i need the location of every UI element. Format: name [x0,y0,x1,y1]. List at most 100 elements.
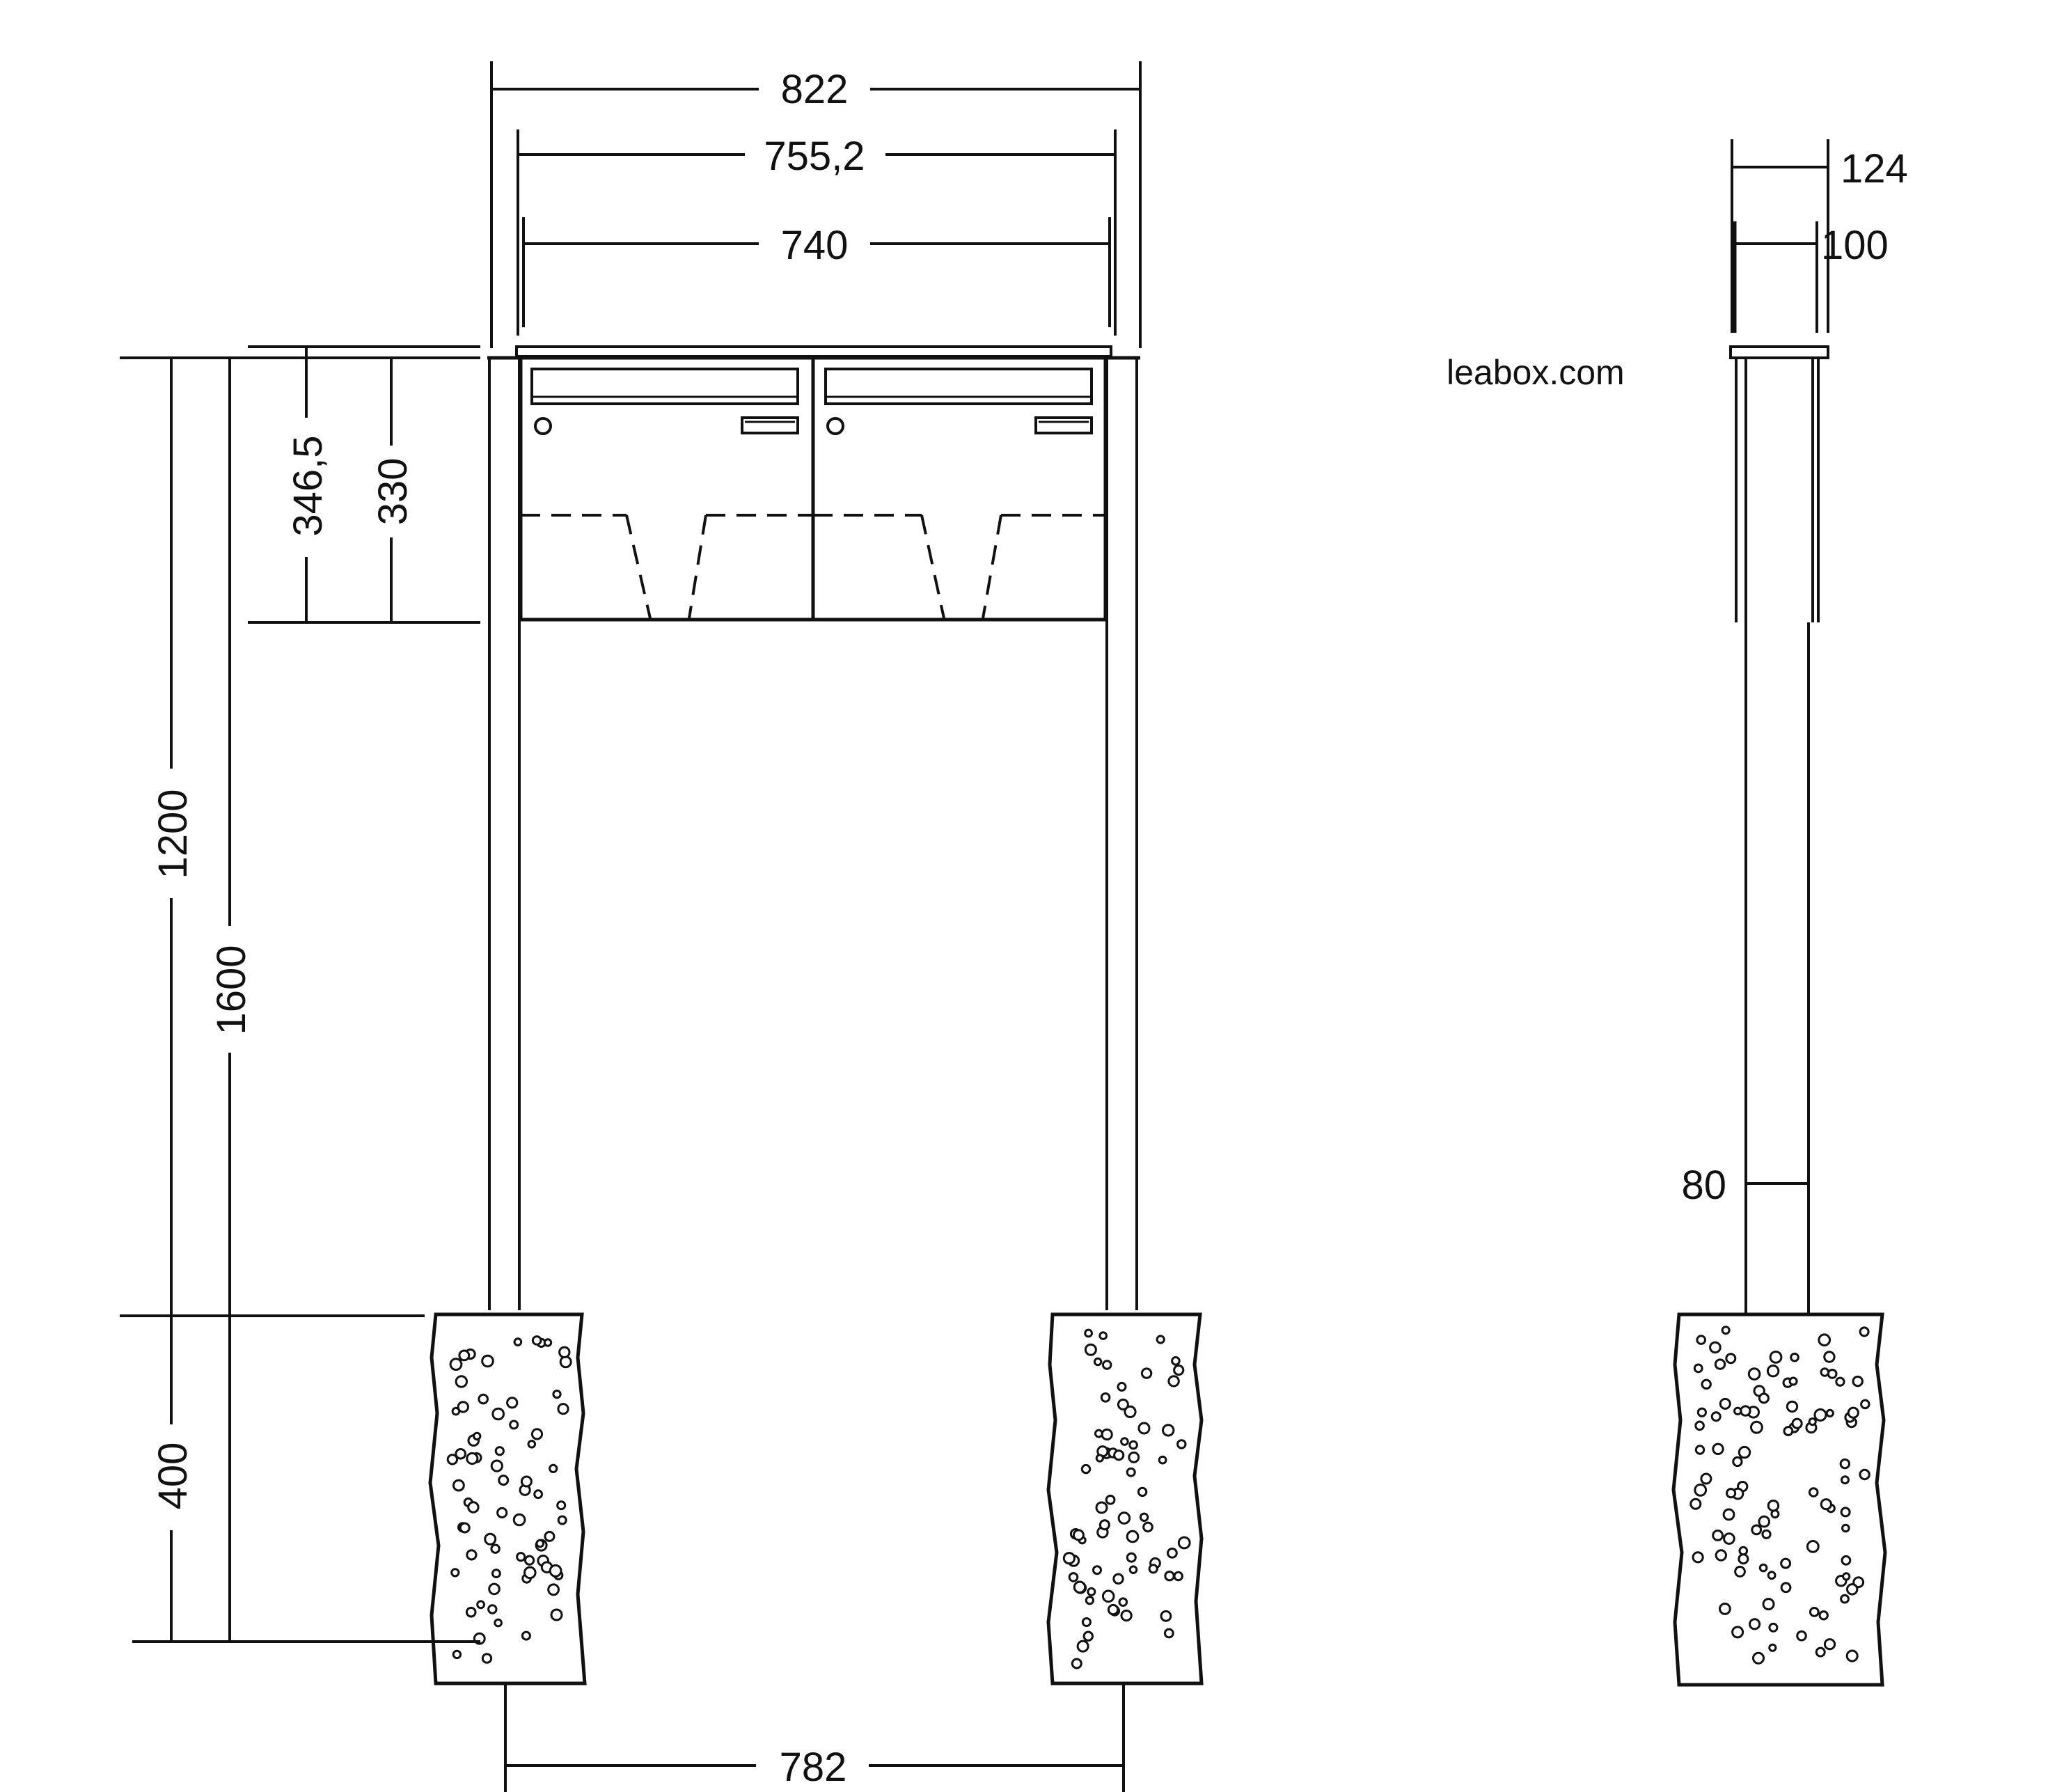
concrete-pebble [1818,1610,1829,1621]
concrete-pebble [1815,1646,1826,1658]
concrete-pebbles [1062,1328,1191,1669]
concrete-pebble [449,1358,463,1371]
concrete-pebble [506,1397,519,1409]
concrete-pebble [1094,1429,1103,1438]
lock-icon [826,417,844,435]
concrete-pebble [1158,1455,1167,1465]
concrete-pebble [1788,1376,1798,1386]
concrete-pebble [1700,1472,1712,1485]
dimension-post-spacing: 782 [505,1745,1124,1790]
concrete-pebble [1842,1572,1851,1581]
concrete-pebble [512,1513,526,1527]
concrete-pebble [1080,1463,1092,1475]
concrete-pebble [488,1582,501,1596]
concrete-pebble [1117,1381,1127,1392]
concrete-pebble [487,1604,498,1614]
concrete-pebble [1092,1565,1102,1575]
concrete-pebble [1808,1487,1819,1498]
concrete-pebble [452,1479,465,1492]
concrete-pebble [1732,1456,1743,1468]
concrete-pebble [1820,1367,1830,1377]
letter-slot-dashed [521,514,813,619]
concrete-pebble [1137,1422,1151,1435]
concrete-pebble [1806,1540,1820,1553]
dimension-label: 1200 [150,789,196,879]
concrete-pebble [1102,1360,1112,1370]
concrete-pebble [1840,1507,1851,1518]
concrete-pebble [557,1403,569,1415]
concrete-pebble [1162,1424,1175,1437]
concrete-pebble [1140,1367,1153,1379]
concrete-pebble [1762,1598,1775,1611]
concrete-pebble [1117,1398,1129,1410]
concrete-pebble [1120,1610,1133,1622]
concrete-pebble [1818,1333,1831,1346]
dimension-post-size: 80 [1681,1163,1809,1208]
concrete-pebble [1768,1622,1779,1633]
front-view [428,345,1204,1792]
concrete-pebble [1780,1557,1792,1569]
concrete-pebble [559,1355,572,1369]
concrete-pebble [1766,1365,1780,1378]
concrete-pebble [1107,1603,1119,1616]
concrete-pebble [1714,1358,1726,1370]
dimension-label: 400 [150,1443,196,1510]
concrete-pebble [467,1501,480,1514]
concrete-pebble [1731,1626,1744,1639]
concrete-pebble [1101,1428,1113,1441]
concrete-pebble [450,1568,460,1578]
concrete-pebble [1758,1392,1770,1404]
concrete-pebble [490,1543,501,1554]
concrete-pebble [1769,1351,1783,1364]
concrete-pebble [476,1600,485,1610]
concrete-pebble [1128,1451,1140,1463]
mailbox-right [813,368,1105,619]
concrete-pebble [1173,1571,1183,1582]
concrete-pebble [1098,1519,1110,1531]
dimension-foundation-depth: 400 [150,1316,196,1642]
concrete-pebble [1761,1529,1772,1539]
concrete-pebble [1098,1331,1108,1340]
concrete-pebble [1076,1640,1089,1653]
concrete-pebble [1809,1607,1820,1617]
dimension-label: 124 [1841,146,1908,191]
brand-label: leabox.com [1447,353,1625,392]
concrete-pebble [552,1390,562,1399]
concrete-pebble [1709,1341,1722,1354]
concrete-pebble [1176,1439,1187,1449]
concrete-pebble [533,1489,543,1500]
concrete-pebble [1120,1437,1129,1446]
concrete-pebble [1156,1335,1165,1344]
concrete-pebble [1845,1649,1859,1663]
dimension-label: 782 [780,1745,847,1790]
concrete-pebble [1062,1552,1076,1565]
concrete-pebble [1723,1532,1735,1545]
concrete-pebble [1105,1494,1116,1505]
dimension-box-height: 330 [370,358,416,622]
concrete-pebble [458,1349,471,1362]
concrete-pebble [1694,1420,1705,1431]
mailbox-body [519,356,1108,622]
concrete-pebble [1852,1375,1864,1388]
concrete-pebble [466,1549,478,1561]
concrete-pebble [1689,1498,1702,1510]
concrete-pebble [1692,1551,1704,1564]
concrete-pebble [491,1407,505,1421]
concrete-pebble [1734,1566,1746,1578]
concrete-pebble [484,1532,497,1546]
concrete-pebble [1068,1572,1079,1582]
concrete-pebble [1128,1440,1138,1450]
concrete-pebble [1126,1552,1137,1563]
dimension-label: 346,5 [285,435,331,536]
concrete-pebble [1719,1397,1731,1410]
concrete-pebble [544,1530,556,1542]
concrete-foundation-left [428,1312,587,1685]
concrete-pebble [1796,1630,1807,1642]
concrete-pebble [1790,1352,1799,1362]
concrete-pebble [549,1463,558,1473]
dimension-box-top-height: 1200 [150,358,196,1316]
dimension-label: 330 [370,458,416,526]
concrete-pebble [1072,1529,1085,1541]
concrete-pebble [1820,1498,1832,1511]
concrete-pebble [1725,1353,1737,1365]
